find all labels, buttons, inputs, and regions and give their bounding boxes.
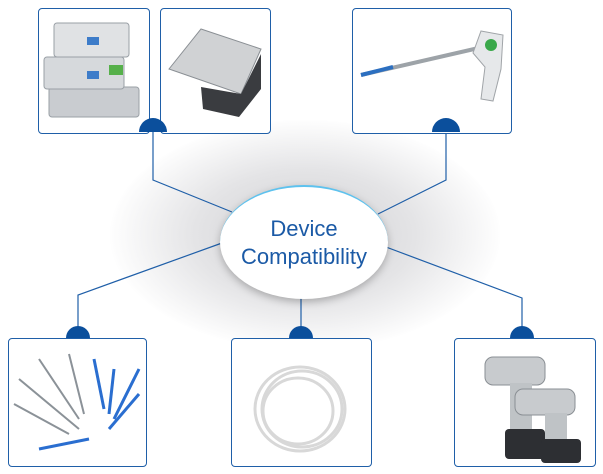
surgical-instruments-icon xyxy=(13,353,141,451)
connector-dot-bottom-right xyxy=(510,326,534,338)
connector-dot-top-right xyxy=(432,118,460,132)
device-card-sterilization-containers[interactable] xyxy=(38,8,150,134)
device-card-surgical-stapler[interactable] xyxy=(352,8,512,134)
hub-title-line1: Device xyxy=(270,216,338,241)
connector-dot-top-left xyxy=(139,118,167,132)
device-card-power-drills[interactable] xyxy=(454,338,596,467)
hub-title-line2: Compatibility xyxy=(241,244,367,269)
connector-dot-bottom-center xyxy=(289,326,313,338)
connector-bottom-right xyxy=(385,246,523,338)
device-compatibility-hub: Device Compatibility xyxy=(220,185,388,299)
connector-dot-bottom-left xyxy=(66,326,90,338)
connector-top-left xyxy=(152,132,233,213)
instrument-tray-icon xyxy=(168,28,262,117)
sterilization-container-icon xyxy=(43,22,140,118)
device-card-surgical-instruments[interactable] xyxy=(8,338,147,467)
connector-top-right xyxy=(377,132,447,215)
power-drill-icon xyxy=(484,356,581,463)
connector-bottom-left xyxy=(77,242,223,338)
device-card-cable-coil[interactable] xyxy=(231,338,372,467)
cable-coil-icon xyxy=(253,365,347,453)
surgical-stapler-icon xyxy=(360,30,504,102)
device-card-instrument-tray[interactable] xyxy=(160,8,271,134)
